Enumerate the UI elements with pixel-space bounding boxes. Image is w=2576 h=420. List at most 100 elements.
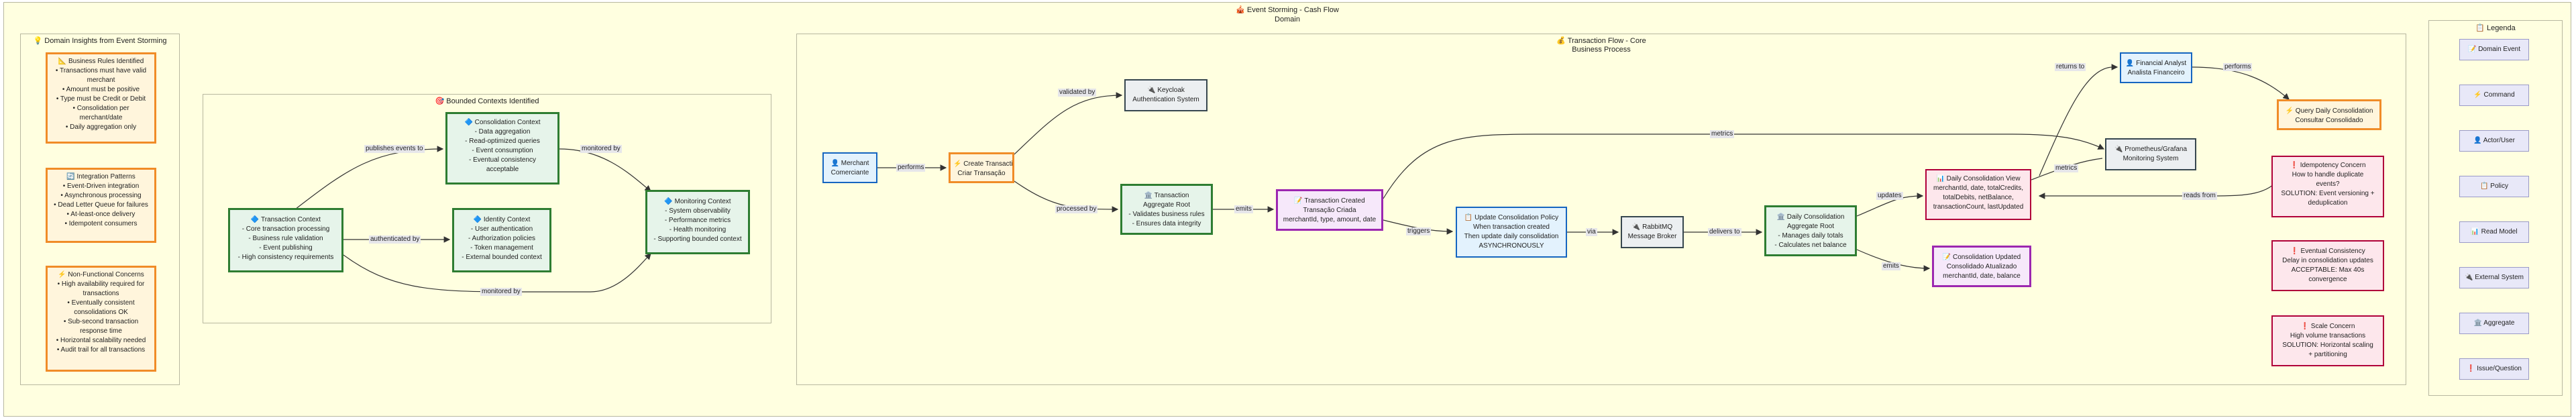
- node-text-line: 🏛️ Transaction: [1144, 192, 1189, 199]
- monitoring-context: 🔷 Monitoring Context- System observabili…: [645, 190, 750, 254]
- node-text-line: consolidations OK: [74, 309, 128, 316]
- legend-title: 📋 Legenda: [2475, 24, 2516, 32]
- node-text-line: merchantId, date, totalCredits,: [1933, 185, 2023, 192]
- node-text-line: - Read-optimized queries: [465, 138, 540, 145]
- node-text-line: - Event publishing: [259, 244, 313, 252]
- label-monitored-2: monitored by: [480, 288, 522, 296]
- edge-updates: [1856, 193, 1924, 217]
- node-text-line: - Core transaction processing: [241, 225, 330, 233]
- edge-validated: [1014, 92, 1123, 155]
- node-text-line: Comerciante: [830, 169, 869, 176]
- node-text-line: Then update daily consolidation: [1464, 233, 1559, 240]
- node-text-line: - Validates business rules: [1128, 211, 1205, 218]
- node-text-line: - Ensures data integrity: [1132, 220, 1201, 227]
- label-returns-to: returns to: [2055, 63, 2086, 71]
- node-text-line: • Audit trail for all transactions: [56, 346, 146, 354]
- node-text-line: 🏛️ Daily Consolidation: [1776, 213, 1845, 221]
- flow-title: 💰 Transaction Flow - Core: [1556, 37, 1646, 45]
- node-text-line: High volume transactions: [2290, 332, 2366, 339]
- node-text-line: + partitioning: [2308, 351, 2347, 358]
- node-text-line: Delay in consolidation updates: [2282, 257, 2373, 264]
- node-text-line: - System observability: [665, 207, 731, 215]
- legend-aggregate: 🏛️ Aggregate: [2459, 313, 2529, 334]
- node-text-line: - Eventual consistency: [468, 156, 537, 164]
- node-text-line: totalDebits, netBalance,: [1943, 194, 2014, 201]
- label-performs: performs: [896, 164, 926, 172]
- node-text-line: • At-least-once delivery: [66, 211, 136, 218]
- transaction-context: 🔷 Transaction Context - Core transaction …: [228, 208, 343, 272]
- legend-command: ⚡ Command: [2459, 85, 2529, 106]
- node-text-line: 🔌 RabbitMQ: [1631, 223, 1673, 231]
- label-via: via: [1586, 228, 1597, 236]
- node-text-line: Monitoring System: [2123, 155, 2179, 162]
- node-text-line: Aggregate Root: [1142, 201, 1191, 209]
- insights-group-title: 💡 Domain Insights from Event Storming: [33, 37, 167, 45]
- edge-performs-2: [2192, 66, 2290, 100]
- edge-monitored-1: [559, 148, 651, 192]
- node-text-line: • Amount must be positive: [62, 86, 140, 93]
- node-text-line: ❗ Scale Concern: [2300, 323, 2355, 330]
- node-text-line: Analista Financeiro: [2127, 69, 2185, 76]
- label-metrics-2: metrics: [2054, 164, 2079, 172]
- node-text-line: When transaction created: [1473, 223, 1550, 231]
- node-text-line: events?: [2316, 180, 2340, 188]
- identity-context: 🔷 Identity Context- User authentication-…: [452, 208, 551, 272]
- node-text-line: • Dead Letter Queue for failures: [54, 201, 148, 209]
- flow-subtitle: Business Process: [1572, 46, 1631, 54]
- node-text-line: ⚡ Non-Functional Concerns: [58, 271, 144, 278]
- label-emits-2: emits: [1882, 262, 1900, 270]
- node-text-line: 🔷 Consolidation Context: [464, 119, 541, 126]
- node-text-line: • Sub-second transaction: [63, 318, 139, 325]
- node-text-line: Consultar Consolidado: [2295, 117, 2363, 124]
- node-text-line: - User authentication: [470, 225, 533, 233]
- consolidation-context: 🔷 Consolidation Context - Data aggregatio…: [445, 112, 559, 185]
- node-text-line: Message Broker: [1627, 233, 1677, 240]
- legend-policy: 📋 Policy: [2459, 176, 2529, 197]
- node-text-line: • High availability required for: [57, 280, 145, 288]
- node-text-line: - Business rule validation: [248, 235, 323, 242]
- label-authenticated: authenticated by: [369, 235, 421, 244]
- node-text-line: • Event-Driven integration: [62, 182, 140, 190]
- label-publishes: publishes events to: [364, 145, 425, 153]
- rabbitmq-system: 🔌 RabbitMQ Message Broker: [1621, 216, 1684, 248]
- node-text-line: • Eventually consistent: [67, 299, 135, 307]
- node-text-line: 📊 Daily Consolidation View: [1936, 175, 2021, 182]
- edge-reads-from: [2038, 176, 2282, 199]
- label-validated: validated by: [1058, 89, 1097, 97]
- node-text-line: - High consistency requirements: [237, 254, 334, 261]
- label-triggers: triggers: [1406, 227, 1432, 235]
- node-text-line: 🔷 Transaction Context: [250, 216, 321, 223]
- label-reads-from: reads from: [2182, 192, 2217, 200]
- node-text-line: - Data aggregation: [474, 128, 531, 136]
- node-text-line: acceptable: [486, 166, 519, 173]
- node-text-line: - Event consumption: [472, 147, 533, 154]
- edge-processed: [1014, 180, 1119, 213]
- non-functional-note: ⚡ Non-Functional Concerns • High availabi…: [46, 266, 156, 372]
- node-text-line: convergence: [2308, 276, 2347, 283]
- edge-metrics-1: [1383, 134, 2105, 199]
- node-text-line: SOLUTION: Horizontal scaling: [2282, 342, 2373, 349]
- node-text-line: • Type must be Credit or Debit: [56, 95, 146, 103]
- node-text-line: Criar Transação: [957, 170, 1006, 177]
- node-text-line: • Asynchronous processing: [60, 192, 142, 199]
- node-text-line: ⚡ Query Daily Consolidation: [2285, 107, 2373, 115]
- node-text-line: 📝 Transaction Created: [1294, 197, 1365, 205]
- node-text-line: - Performance metrics: [664, 217, 731, 224]
- edge-returns-to: [2039, 64, 2118, 176]
- node-text-line: 👤 Merchant: [830, 160, 869, 167]
- node-text-line: - Supporting bounded context: [653, 235, 742, 243]
- edge-publishes: [294, 146, 444, 210]
- bounded-contexts-title: 🎯 Bounded Contexts Identified: [435, 97, 539, 105]
- business-rules-note: 📐 Business Rules Identified• Transaction…: [46, 52, 156, 144]
- node-text-line: transactionCount, lastUpdated: [1933, 203, 2024, 211]
